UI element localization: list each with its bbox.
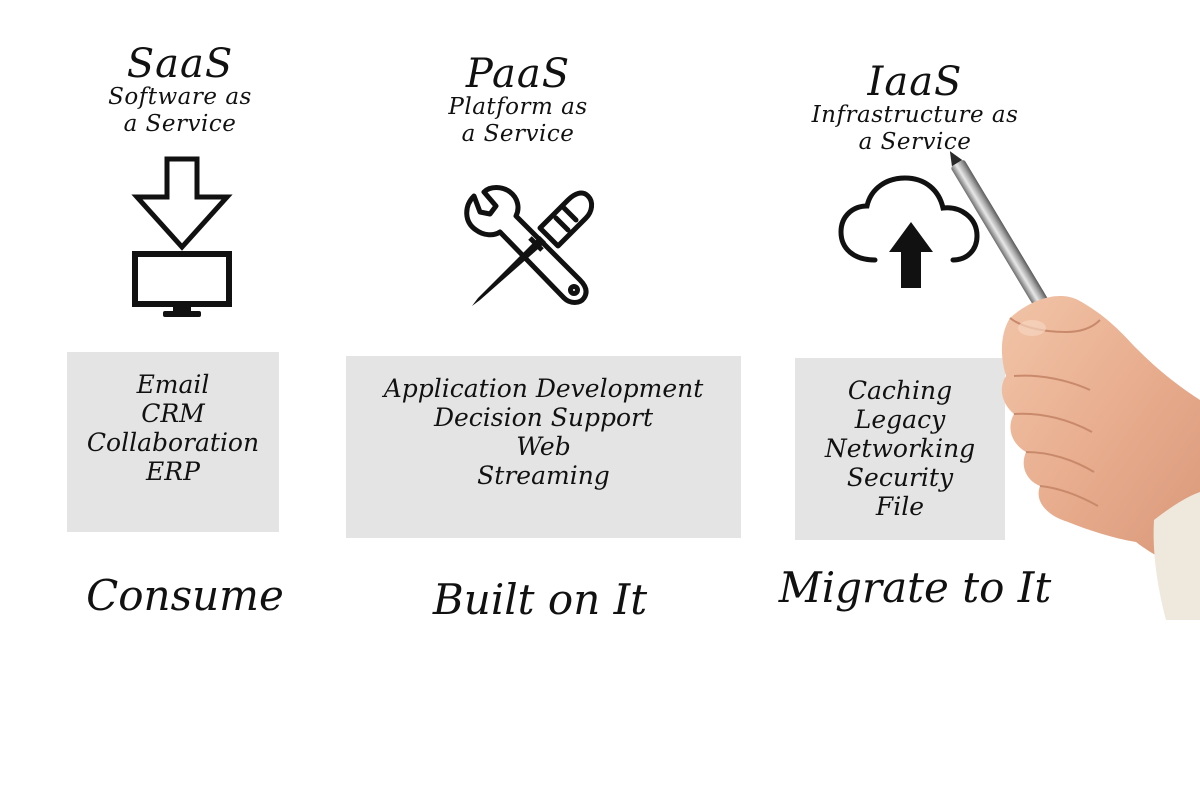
iaas-item: Networking bbox=[824, 434, 976, 463]
saas-subtitle-line-2: a Service bbox=[123, 111, 237, 137]
paas-item: Streaming bbox=[477, 461, 610, 490]
saas-item: ERP bbox=[146, 457, 200, 486]
paas-use-case-box: Application Development Decision Support… bbox=[346, 356, 741, 538]
paas-action-label: Built on It bbox=[432, 575, 648, 624]
paas-title: PaaS bbox=[465, 51, 571, 97]
paas-subtitle-line-1: Platform as bbox=[448, 94, 588, 120]
iaas-item: Security bbox=[846, 463, 954, 492]
saas-action-label: Consume bbox=[86, 571, 284, 620]
paas-item: Application Development bbox=[383, 374, 704, 403]
iaas-action-label: Migrate to It bbox=[778, 563, 1052, 612]
saas-title: SaaS bbox=[126, 41, 234, 87]
hand-holding-pen-image bbox=[949, 151, 1200, 620]
saas-use-case-box: Email CRM Collaboration ERP bbox=[67, 352, 279, 532]
wrench-screwdriver-icon bbox=[464, 185, 595, 306]
iaas-subtitle-line-2: a Service bbox=[858, 129, 972, 155]
saas-item: Collaboration bbox=[86, 428, 260, 457]
iaas-title: IaaS bbox=[867, 59, 963, 105]
iaas-item: File bbox=[875, 492, 925, 521]
paas-item: Web bbox=[516, 432, 571, 461]
cloud-upload-icon bbox=[838, 175, 980, 288]
paas-item: Decision Support bbox=[433, 403, 654, 432]
saas-item: Email bbox=[136, 370, 210, 399]
saas-item: CRM bbox=[141, 399, 205, 428]
iaas-subtitle-line-1: Infrastructure as bbox=[811, 102, 1019, 128]
iaas-use-case-box: Caching Legacy Networking Security File bbox=[795, 358, 1005, 540]
saas-subtitle-line-1: Software as bbox=[108, 84, 252, 110]
paas-subtitle-line-2: a Service bbox=[461, 121, 575, 147]
download-to-monitor-icon bbox=[131, 156, 233, 317]
iaas-item: Caching bbox=[847, 376, 953, 405]
iaas-item: Legacy bbox=[854, 405, 946, 434]
